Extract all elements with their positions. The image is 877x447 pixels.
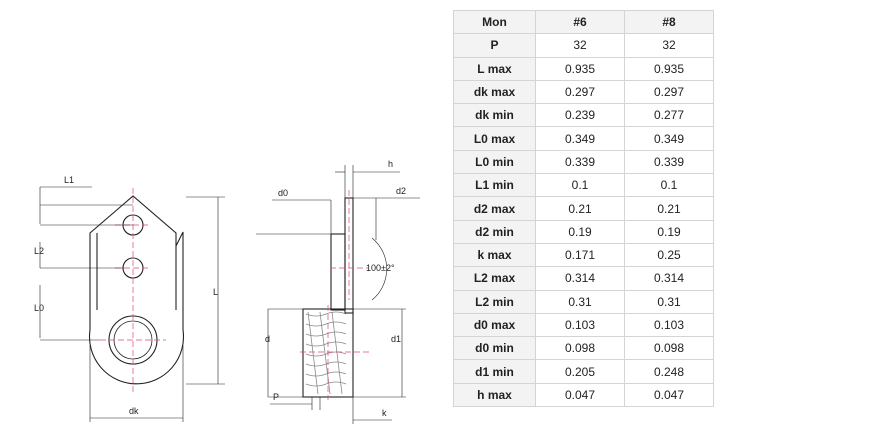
row-label: dk min (453, 103, 536, 128)
row-label: d0 min (453, 336, 536, 361)
value-size-6: 0.1 (535, 173, 625, 198)
label-L: L (213, 287, 218, 297)
label-P: P (273, 392, 279, 402)
row-label: L0 max (453, 126, 536, 151)
value-size-6: 0.205 (535, 359, 625, 384)
value-size-8: 0.314 (624, 266, 714, 291)
label-d2: d2 (396, 186, 406, 196)
front-view (88, 195, 185, 385)
side-view-upper-body (330, 233, 346, 311)
value-size-8: 0.098 (624, 336, 714, 361)
value-size-6: 0.103 (535, 312, 625, 338)
value-size-8: 0.1 (624, 173, 714, 198)
value-size-6: 0.21 (535, 196, 625, 221)
row-label: L max (453, 56, 536, 81)
value-size-6: 0.297 (535, 79, 625, 105)
side-view-dimensions (256, 165, 420, 424)
technical-drawing: L1 L2 L0 L dk (34, 159, 420, 424)
value-size-6: 0.047 (535, 382, 625, 408)
label-L2: L2 (34, 246, 44, 256)
row-label: d1 min (453, 359, 536, 384)
row-label: L2 min (453, 289, 536, 314)
label-angle: 100±2° (366, 263, 395, 273)
value-size-6: 0.349 (535, 126, 625, 151)
label-dk: dk (129, 406, 139, 416)
header-size-8: #8 (624, 9, 714, 35)
row-label: k max (453, 242, 536, 268)
value-size-8: 0.935 (624, 56, 714, 81)
value-size-6: 0.098 (535, 336, 625, 361)
value-size-6: 0.239 (535, 103, 625, 128)
row-label: L2 max (453, 266, 536, 291)
thread-hatching (305, 311, 347, 395)
row-label: L0 min (453, 149, 536, 175)
value-size-8: 0.103 (624, 312, 714, 338)
label-L1: L1 (64, 175, 74, 185)
value-size-6: 0.339 (535, 149, 625, 175)
value-size-8: 0.21 (624, 196, 714, 221)
row-label: d2 min (453, 219, 536, 244)
value-size-6: 0.171 (535, 242, 625, 268)
value-size-8: 0.277 (624, 103, 714, 128)
front-view-dimensions (39, 186, 225, 422)
header-size-6: #6 (535, 9, 625, 35)
table-header-row: Mon #6 #8 (453, 9, 714, 35)
label-d1: d1 (391, 334, 401, 344)
value-size-6: 0.19 (535, 219, 625, 244)
front-view-outline (88, 195, 185, 385)
label-d0: d0 (278, 188, 288, 198)
row-label: P (453, 33, 536, 58)
row-label: d2 max (453, 196, 536, 221)
row-label: dk max (453, 79, 536, 105)
value-size-8: 32 (624, 33, 714, 58)
value-size-6: 0.314 (535, 266, 625, 291)
value-size-6: 0.31 (535, 289, 625, 314)
side-view-centerlines (300, 190, 370, 400)
value-size-6: 0.935 (535, 56, 625, 81)
value-size-8: 0.047 (624, 382, 714, 408)
row-label: d0 max (453, 312, 536, 338)
value-size-8: 0.25 (624, 242, 714, 268)
label-L0: L0 (34, 303, 44, 313)
value-size-6: 32 (535, 33, 625, 58)
label-h: h (388, 159, 393, 169)
row-label: h max (453, 382, 536, 408)
row-label: L1 min (453, 173, 536, 198)
label-k: k (382, 408, 387, 418)
front-view-centerlines (100, 188, 166, 394)
value-size-8: 0.297 (624, 79, 714, 105)
side-view (302, 197, 354, 398)
value-size-8: 0.19 (624, 219, 714, 244)
value-size-8: 0.349 (624, 126, 714, 151)
value-size-8: 0.248 (624, 359, 714, 384)
label-d: d (265, 334, 270, 344)
value-size-8: 0.31 (624, 289, 714, 314)
header-mon: Mon (453, 9, 536, 35)
value-size-8: 0.339 (624, 149, 714, 175)
